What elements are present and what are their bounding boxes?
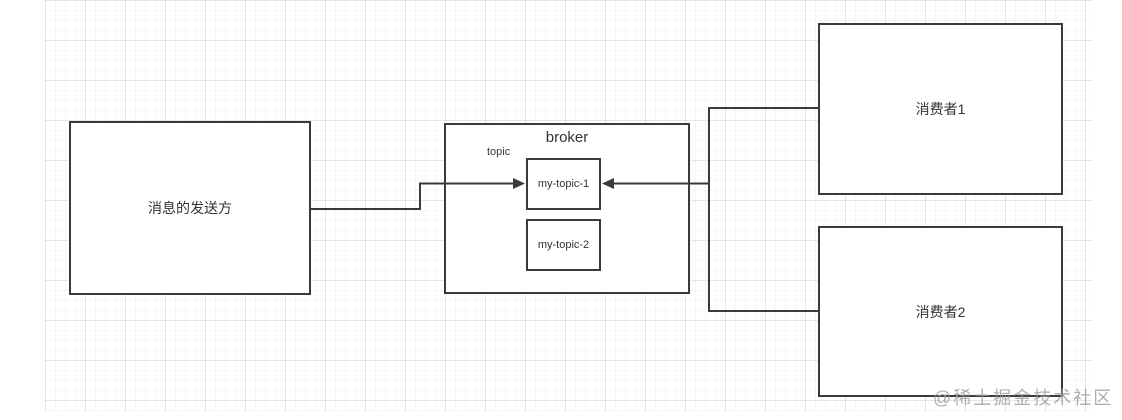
consumer-2-label: 消费者2 bbox=[915, 303, 966, 320]
consumer-1-label: 消费者1 bbox=[915, 101, 966, 117]
sender-label: 消息的发送方 bbox=[148, 200, 232, 216]
topic-2-label: my-topic-2 bbox=[537, 239, 590, 251]
broker-node: broker topic my-topic-1 my-topic-2 bbox=[444, 123, 690, 294]
topic-node-my-topic-2: my-topic-2 bbox=[526, 219, 601, 271]
broker-title: broker bbox=[545, 129, 589, 146]
watermark: @稀土掘金技术社区 bbox=[933, 388, 1114, 408]
topic-group-label: topic bbox=[487, 146, 511, 158]
consumer-2-node: 消费者2 bbox=[818, 226, 1063, 397]
sender-node: 消息的发送方 bbox=[69, 121, 311, 295]
consumer-1-node: 消费者1 bbox=[818, 23, 1063, 195]
topic-node-my-topic-1: my-topic-1 bbox=[526, 158, 601, 210]
topic-1-label: my-topic-1 bbox=[537, 178, 590, 190]
